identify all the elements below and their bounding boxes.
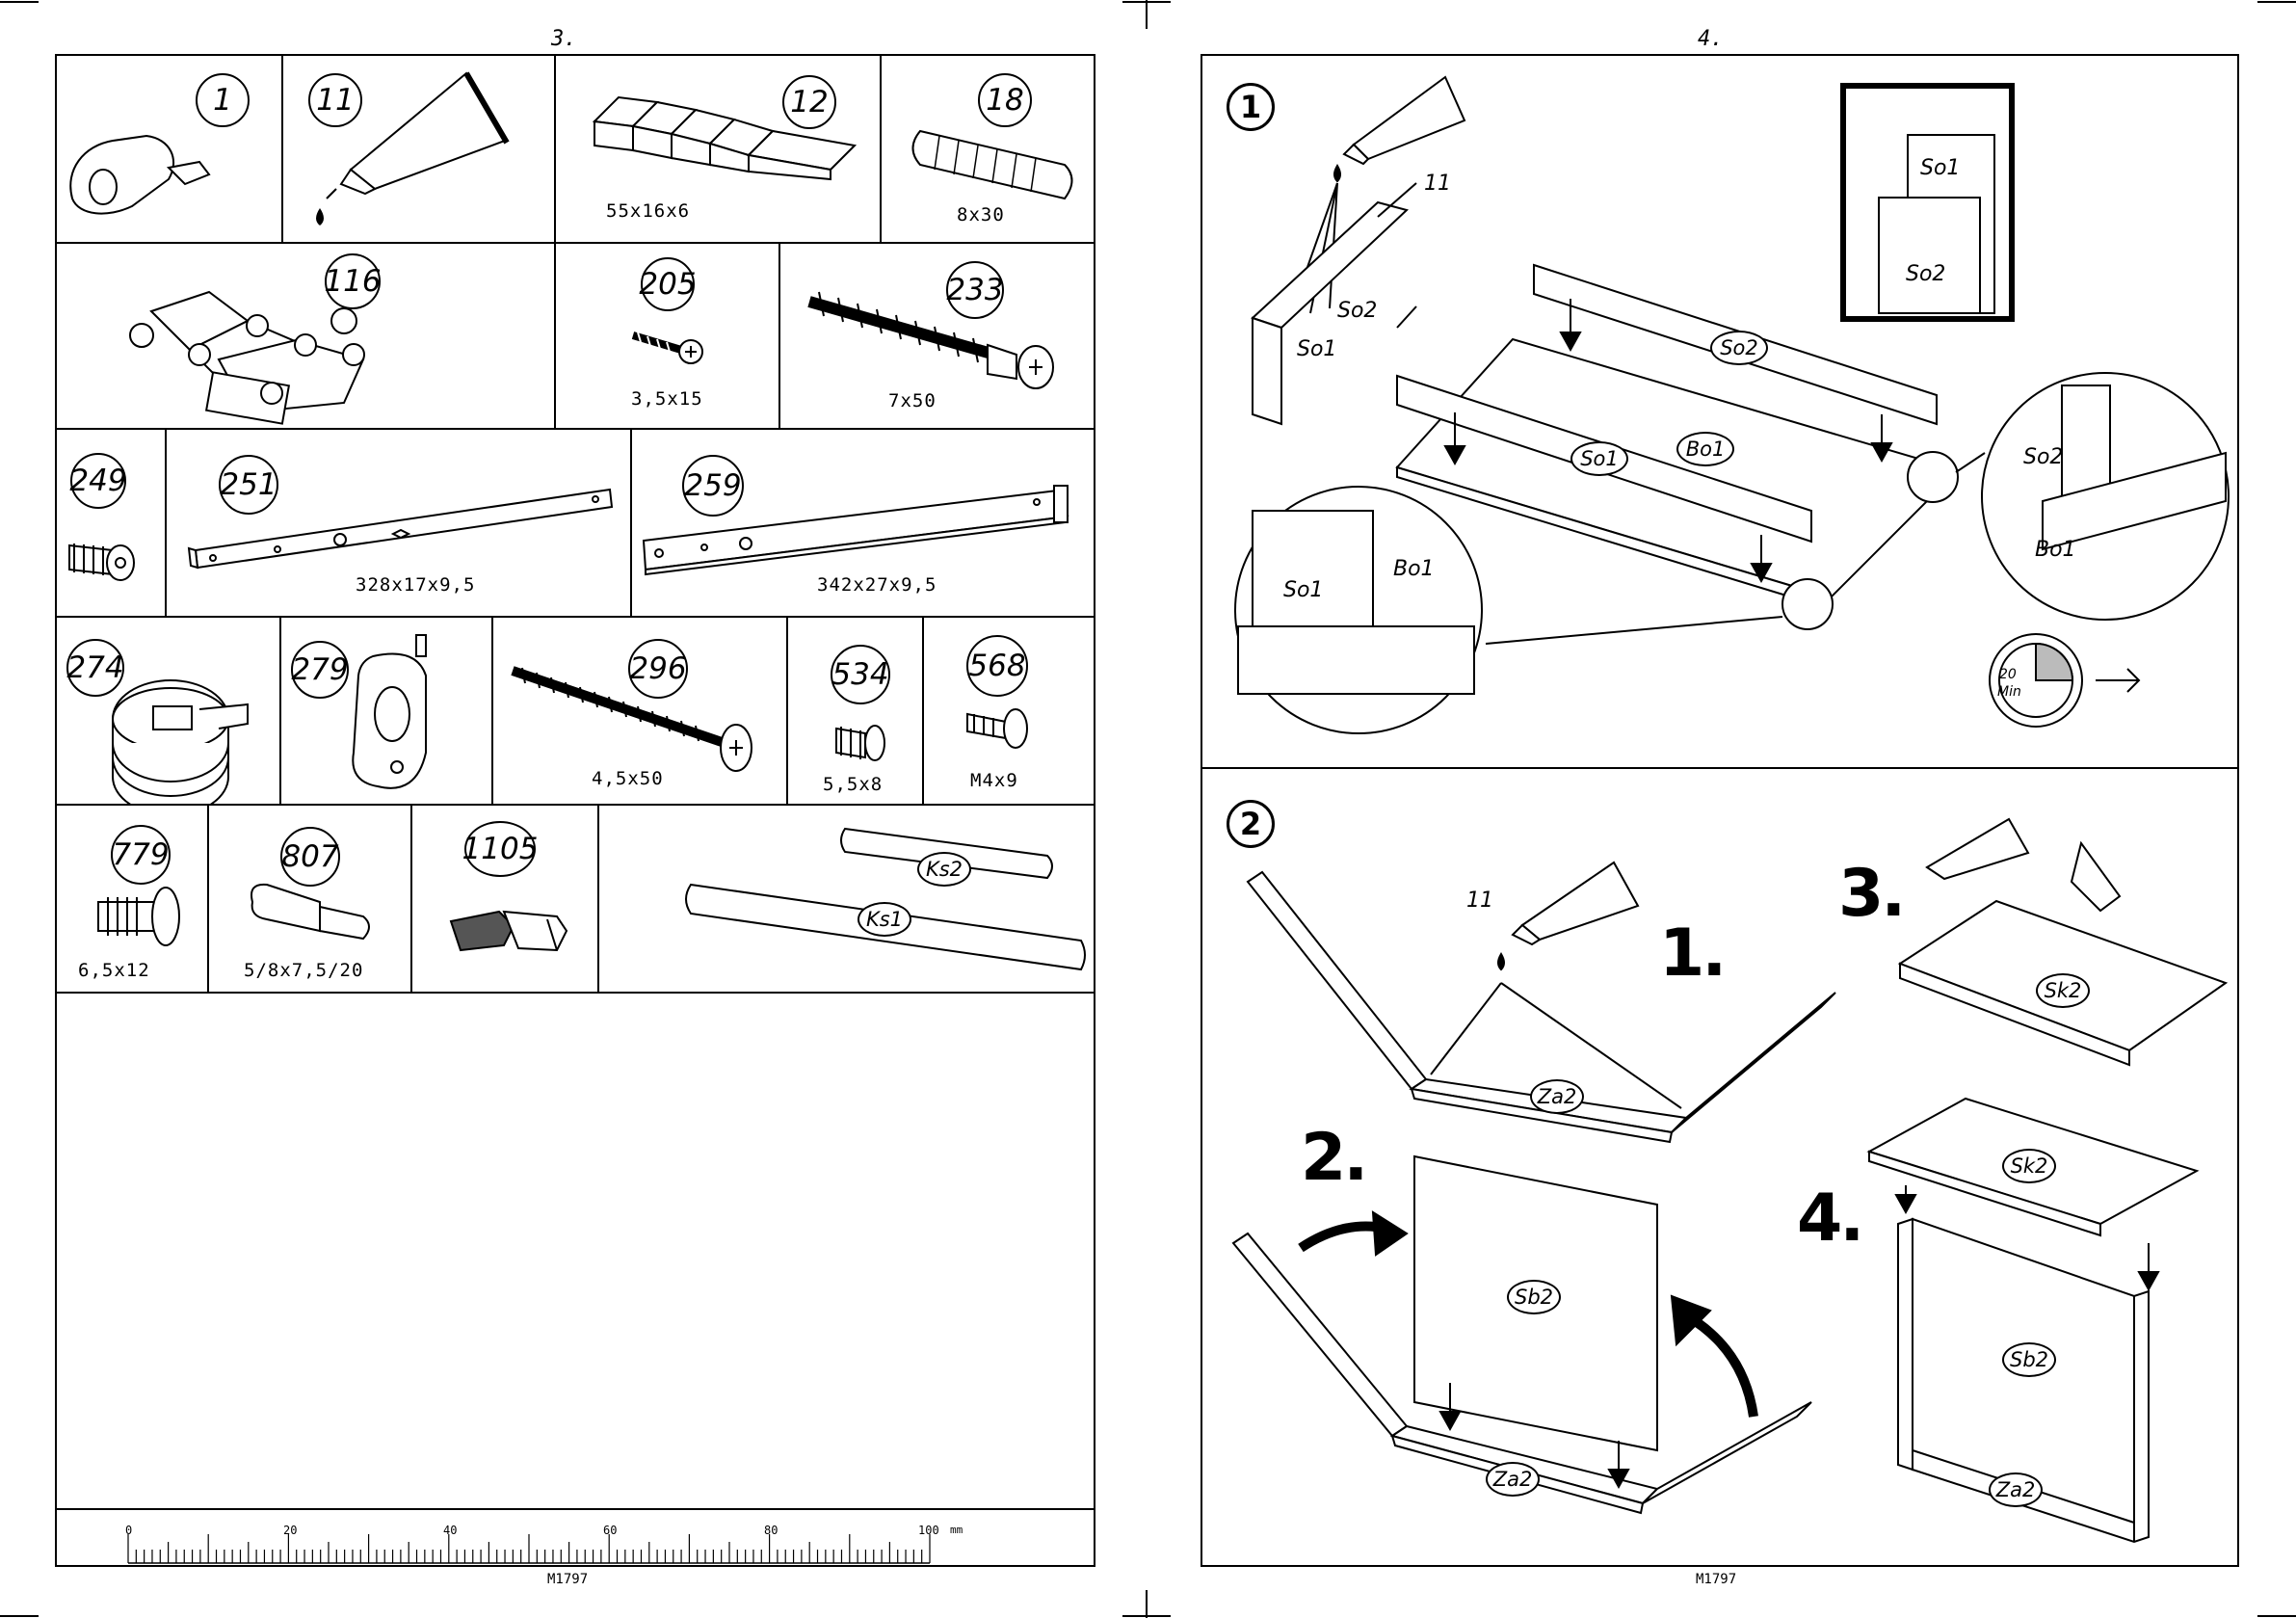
label-sb2-sub2: Sb2 (1507, 1280, 1561, 1314)
label-sk2-sub4: Sk2 (2002, 1149, 2056, 1183)
label-sb2-sub4: Sb2 (2002, 1342, 2056, 1377)
label-za2-sub2: Za2 (1486, 1462, 1540, 1497)
label-za2-sub4: Za2 (1989, 1472, 2043, 1507)
label-za2-sub1: Za2 (1530, 1079, 1584, 1114)
label-sk2-sub3: Sk2 (2036, 973, 2090, 1008)
right-footer-code: M1797 (1696, 1572, 1736, 1587)
